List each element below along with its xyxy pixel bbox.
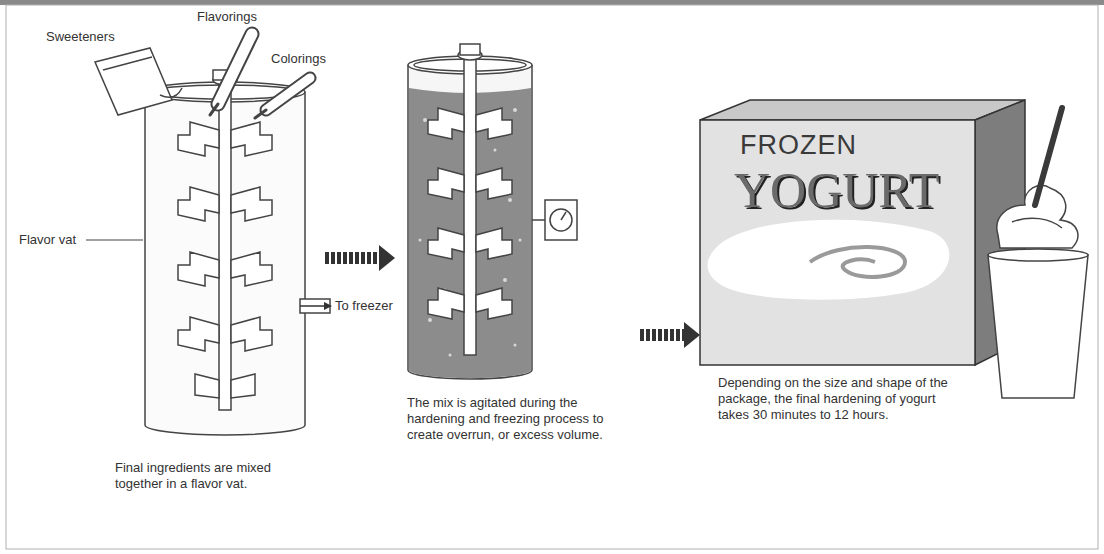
process-arrow: [325, 245, 395, 271]
ingredient-label: Sweeteners: [45, 29, 116, 45]
part-label: Flavor vat: [18, 232, 77, 248]
ingredient-label: Colorings: [270, 51, 327, 67]
ingredient-label: Flavorings: [196, 9, 258, 25]
yogurt-cup: [988, 108, 1088, 398]
process-step: Final ingredients are mixed together in …: [110, 95, 325, 510]
step-caption: Depending on the size and shape of the p…: [718, 375, 953, 423]
flavor-vat: [145, 70, 330, 435]
yogurt-package: [700, 100, 1025, 365]
process-step: The mix is agitated during the hardening…: [395, 50, 640, 460]
flavoring-tube: [210, 34, 252, 115]
leader-line: [86, 239, 143, 240]
step-caption: Final ingredients are mixed together in …: [115, 460, 300, 492]
flow-label: To freezer: [334, 298, 394, 314]
package-brand: FROZEN: [740, 130, 857, 160]
freezing-vat: [408, 44, 577, 379]
step-caption: The mix is agitated during the hardening…: [407, 395, 627, 443]
package-node: FROZENYOGURT Depending on the size and sh…: [700, 100, 1090, 435]
coloring-tube: [255, 78, 310, 118]
sweetener-bag: [95, 48, 182, 115]
outlet-arrow: [300, 302, 332, 310]
process-arrow: [640, 322, 700, 348]
package-title: YOGURT: [734, 162, 939, 218]
